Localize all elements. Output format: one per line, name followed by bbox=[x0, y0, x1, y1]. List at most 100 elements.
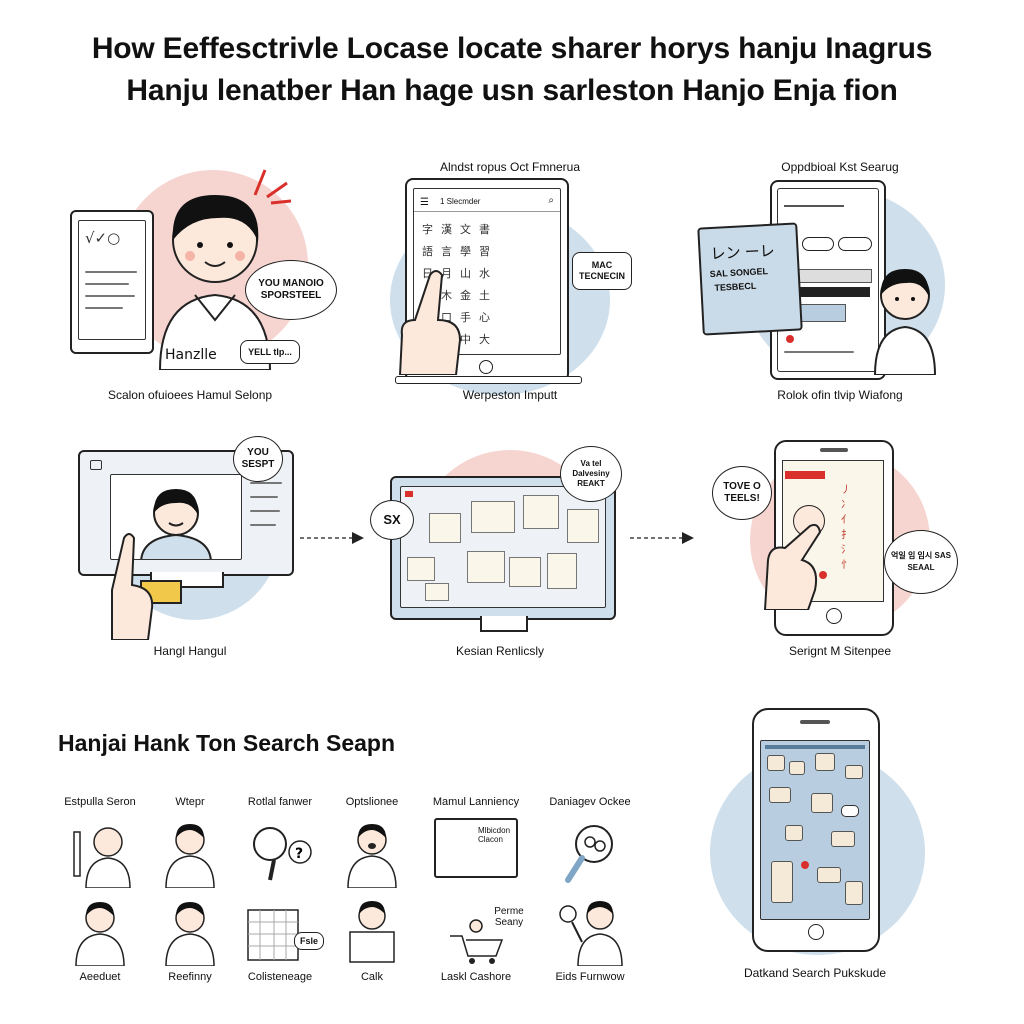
map-tile[interactable] bbox=[817, 867, 841, 883]
map-tile[interactable] bbox=[845, 765, 863, 779]
map-tile[interactable] bbox=[789, 761, 805, 775]
icon-cell[interactable]: Calk bbox=[312, 896, 432, 983]
camera-icon bbox=[90, 460, 102, 470]
home-button[interactable] bbox=[826, 608, 842, 624]
icon-cell[interactable]: Eids Furnwow bbox=[530, 896, 650, 983]
result-card[interactable] bbox=[425, 583, 449, 601]
icon-cell[interactable]: Estpulla Seron bbox=[40, 796, 160, 893]
icon-label: Daniagev Ockee bbox=[549, 796, 631, 808]
tablet-screen: √✓○ bbox=[78, 220, 146, 340]
home-button[interactable] bbox=[808, 924, 824, 940]
result-card[interactable] bbox=[471, 501, 515, 533]
icon-label: Optslionee bbox=[345, 796, 399, 808]
tablet-device: √✓○ bbox=[70, 210, 154, 354]
screen-line bbox=[85, 271, 137, 273]
magnifier-icon bbox=[565, 825, 613, 883]
screen-chip[interactable] bbox=[802, 237, 834, 251]
toggle-icon[interactable] bbox=[841, 805, 859, 817]
speech-bubble-small: Fsle bbox=[294, 932, 324, 950]
map-tile[interactable] bbox=[815, 753, 835, 771]
screen-line bbox=[784, 351, 854, 353]
result-card[interactable] bbox=[509, 557, 541, 587]
monitor-stand bbox=[480, 616, 528, 632]
phone-screen: 丿冫亻扌氵忄 bbox=[782, 460, 884, 602]
screen-chip[interactable] bbox=[838, 237, 872, 251]
alert-marks-icon bbox=[253, 169, 292, 205]
note-line-3: TESBECL bbox=[714, 280, 757, 293]
screen-line bbox=[85, 283, 129, 285]
map-tile[interactable] bbox=[785, 825, 803, 841]
icon-cell[interactable]: Daniagev Ockee bbox=[530, 796, 650, 893]
map-tile[interactable] bbox=[811, 793, 833, 813]
panel-caption: Werpeston Imputt bbox=[462, 388, 558, 402]
result-card[interactable] bbox=[467, 551, 505, 583]
icon-cell[interactable]: Aeeduet bbox=[40, 896, 160, 983]
perme-label: Perme Seany bbox=[494, 906, 524, 928]
person-at-desk-icon bbox=[349, 901, 395, 963]
result-card[interactable] bbox=[429, 513, 461, 543]
phone-speaker bbox=[820, 448, 848, 452]
menu-icon: ☰ bbox=[420, 197, 429, 208]
icon-label: Calk bbox=[360, 971, 383, 983]
person-talking-icon bbox=[347, 824, 397, 889]
result-card[interactable] bbox=[567, 509, 599, 543]
map-tile[interactable] bbox=[771, 861, 793, 903]
panel-keyword-search: Oppdbioal Kst Searug レン ーレ SAL SONGEL TE… bbox=[690, 150, 990, 410]
title-line-1: How Eeffesctrivle Locase locate sharer h… bbox=[91, 32, 933, 65]
note-line-2: SAL SONGEL bbox=[709, 266, 769, 280]
holding-hand bbox=[763, 523, 822, 610]
panel-top-label: Oppdbioal Kst Searug bbox=[781, 160, 899, 174]
note-line-1: レン ーレ bbox=[710, 242, 776, 264]
arrow-right-icon bbox=[630, 532, 694, 544]
monitor-icon: Mlbicdon Clacon bbox=[434, 818, 518, 878]
map-tile[interactable] bbox=[831, 831, 855, 847]
monitor-device bbox=[78, 450, 294, 576]
screen-row bbox=[784, 205, 844, 207]
icon-cell[interactable]: Wtepr bbox=[130, 796, 250, 893]
result-card[interactable] bbox=[523, 495, 559, 529]
person-icon bbox=[165, 902, 215, 967]
panel-computer-hangul: YOU SESPT Hangl Hangul bbox=[40, 430, 340, 670]
map-tile[interactable] bbox=[769, 787, 791, 803]
person-with-ruler-icon bbox=[73, 827, 131, 889]
panel-caption: Scalon ofuioees Hamul Selonp bbox=[107, 388, 273, 402]
phone-device: 丿冫亻扌氵忄 bbox=[774, 440, 894, 636]
monitor-screen bbox=[110, 474, 242, 560]
side-line bbox=[250, 510, 280, 512]
icon-cell[interactable]: Laskl Cashore bbox=[416, 896, 536, 983]
icon-label: Aeeduet bbox=[79, 971, 121, 983]
panel-hanja-input: Alndst ropus Oct Fmnerua ☰ 1 Slecmder ⌕ … bbox=[360, 150, 660, 410]
map-tile[interactable] bbox=[767, 755, 785, 771]
monitor-screen bbox=[400, 486, 606, 608]
home-button[interactable] bbox=[479, 360, 493, 374]
section-title: Hanjai Hank Ton Search Seapn bbox=[58, 730, 396, 756]
screen-red-tag bbox=[405, 491, 413, 497]
side-line bbox=[250, 496, 278, 498]
result-card[interactable] bbox=[407, 557, 435, 581]
panel-caption: Serignt M Sitenpee bbox=[788, 644, 892, 658]
speech-bubble-small: YELL tlp... bbox=[240, 340, 300, 364]
cart-icon bbox=[450, 919, 504, 964]
screen-bar-dark bbox=[784, 287, 870, 297]
icon-label: Wtepr bbox=[175, 796, 205, 808]
person-illustration bbox=[140, 489, 212, 559]
person-icon bbox=[165, 824, 215, 889]
speech-bubble: YOU SESPT bbox=[233, 436, 283, 482]
icon-label: Eids Furnwow bbox=[555, 971, 625, 983]
map-tile[interactable] bbox=[845, 881, 863, 905]
svg-text:?: ? bbox=[295, 846, 303, 862]
speech-bubble: TOVE O TEELS! bbox=[712, 466, 772, 520]
icon-cell[interactable]: Fsle Colisteneage bbox=[220, 896, 340, 983]
red-dot bbox=[819, 571, 827, 579]
icon-cell[interactable]: Mamul Lanniency Mlbicdon Clacon bbox=[416, 796, 536, 878]
person-with-paddle-icon bbox=[559, 901, 623, 967]
note-card: レン ーレ SAL SONGEL TESBECL bbox=[697, 222, 803, 336]
panel-top-label: Alndst ropus Oct Fmnerua bbox=[439, 160, 581, 174]
icon-cell[interactable]: Optslionee bbox=[312, 796, 432, 893]
monitor-device bbox=[390, 476, 616, 620]
result-card[interactable] bbox=[547, 553, 577, 589]
icon-cell[interactable]: Reefinny bbox=[130, 896, 250, 983]
icon-cell[interactable]: Rotlal fanwer ? bbox=[220, 796, 340, 893]
pointing-hand bbox=[398, 270, 462, 375]
icon-label: Mamul Lanniency bbox=[432, 796, 520, 808]
